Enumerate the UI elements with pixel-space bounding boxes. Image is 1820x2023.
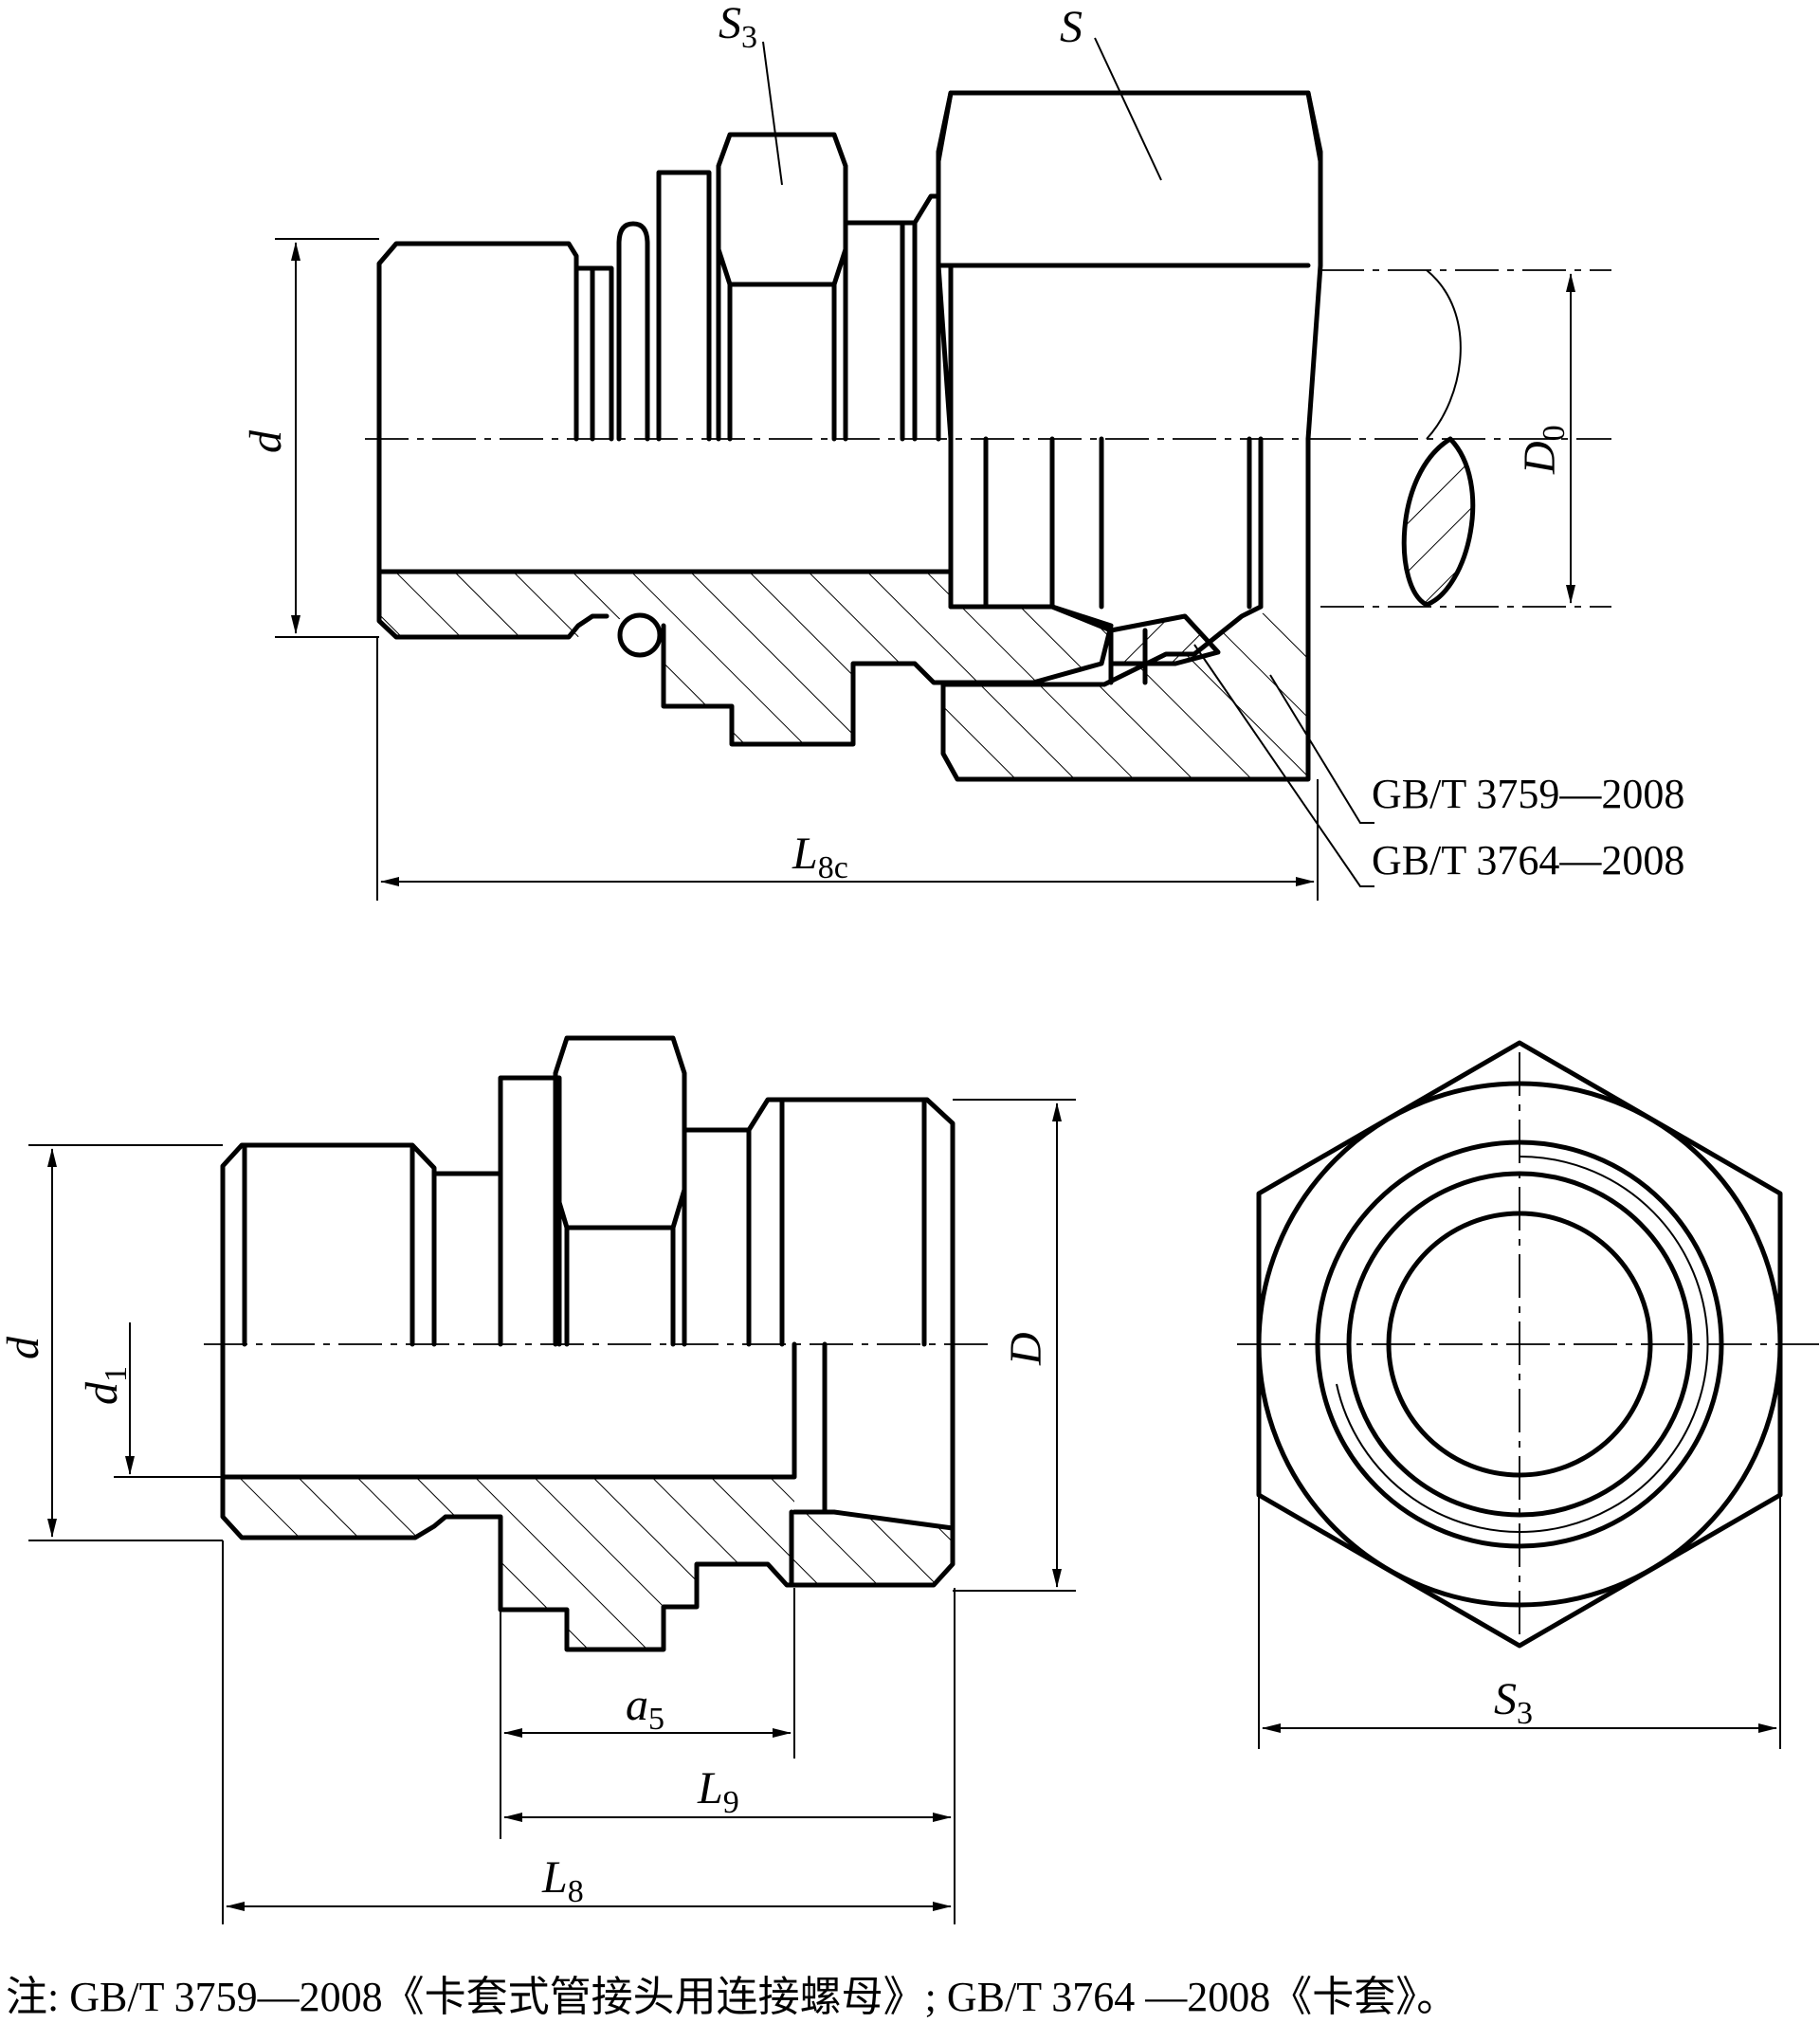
top-ring-section-outline: [1049, 604, 1221, 685]
bottom-l9-label: L9: [697, 1763, 739, 1820]
hex-s3-label: S3: [1494, 1674, 1533, 1731]
top-s-label: S: [1060, 2, 1083, 52]
hex-outline: [1256, 1040, 1783, 1649]
top-s-leader: [1094, 37, 1162, 181]
bottom-d1-label: d1: [77, 1366, 134, 1405]
top-body-section-outline: [376, 436, 1114, 747]
hex-thread-outer-circle: [1315, 1139, 1724, 1549]
standard-label-nut: GB/T 3759—2008: [1372, 771, 1684, 817]
hex-thread-root-arc: [1336, 1155, 1709, 1533]
top-pipe-break-curve: [1426, 269, 1462, 440]
hex-chamfer-circle: [1256, 1081, 1783, 1608]
top-nut-hex-faces: [936, 90, 1323, 442]
bottom-d-label: d: [0, 1336, 48, 1359]
top-nut-bore-lines: [948, 436, 1311, 610]
top-s3-label: S3: [719, 0, 757, 55]
hex-bore-circle: [1386, 1211, 1653, 1478]
top-d0-label: D0: [1515, 425, 1572, 475]
top-body-upper-outline: [376, 90, 1323, 442]
top-body-section-hatch: [379, 572, 1111, 744]
bottom-l8-label: L8: [541, 1852, 584, 1909]
bottom-body-section-hatch: [223, 1477, 953, 1649]
top-o-ring: [617, 612, 663, 658]
top-s3-leader: [762, 41, 783, 186]
bottom-a5-label: a5: [626, 1680, 664, 1737]
top-ring-section-hatch: [1111, 616, 1218, 664]
bottom-D-label: D: [1001, 1332, 1051, 1366]
standard-label-ring: GB/T 3764—2008: [1372, 837, 1684, 884]
bottom-body-view: d d1 D a5 L9 L8: [0, 1035, 1076, 1924]
bottom-body-upper-outline: [220, 1035, 956, 1347]
standard-leader-ring: [1193, 644, 1374, 887]
top-nut-section-outline: [940, 604, 1311, 782]
standard-leader-nut: [1269, 674, 1374, 824]
top-assembly-view: GB/T 3759—2008 GB/T 3764—2008 S3 S d D0 …: [241, 0, 1684, 901]
top-l8c-label: L8c: [792, 829, 848, 885]
footnote: 注: GB/T 3759—2008《卡套式管接头用连接螺母》; GB/T 376…: [6, 1974, 1459, 2020]
top-d-label: d: [241, 429, 291, 453]
hex-end-view: S3: [1237, 1040, 1820, 1749]
bottom-body-section-outline: [220, 1341, 956, 1652]
hex-counterbore-circle: [1346, 1171, 1693, 1518]
top-pipe-section-hatch: [1404, 439, 1473, 605]
